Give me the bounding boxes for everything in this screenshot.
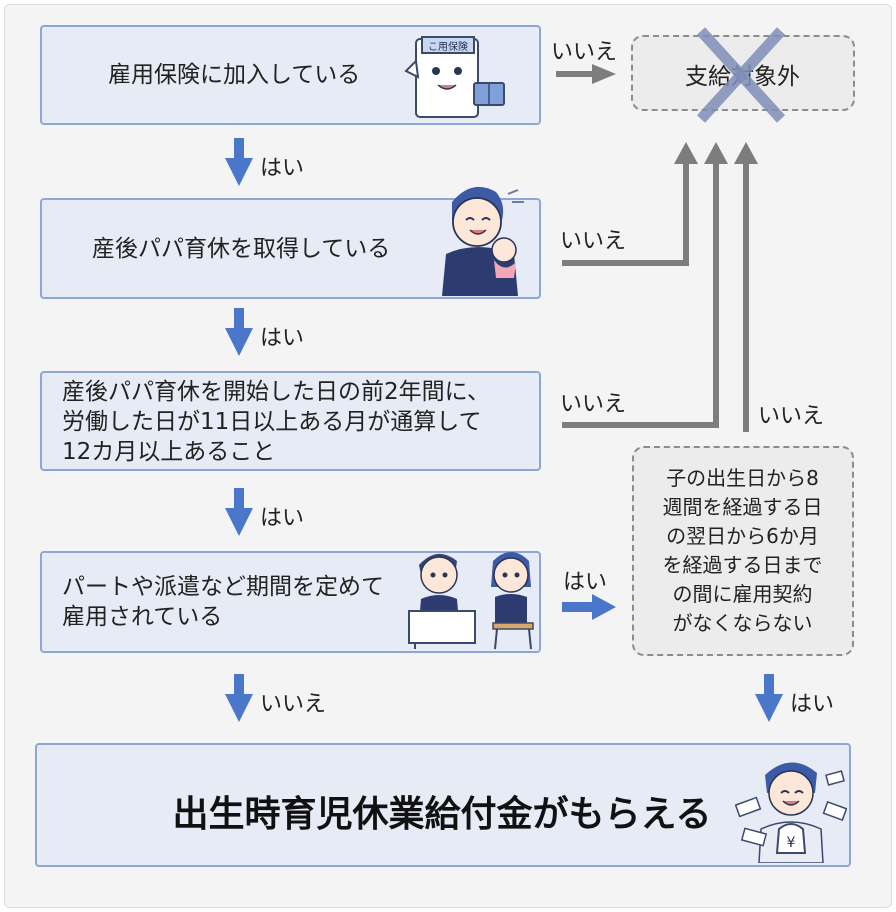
result-box: 出生時育児休業給付金がもらえる ¥: [35, 743, 851, 867]
down-arrow-q4-result: [225, 674, 253, 722]
question-text-line1: 産後パパ育休を開始した日の前2年間に、: [62, 379, 490, 405]
interview-people-illustration: [408, 552, 534, 650]
question-line-6: がなくならない: [672, 611, 813, 635]
question-text: 産後パパ育休を取得している: [92, 236, 391, 262]
no-label-q1: いいえ: [551, 40, 618, 65]
question-line-4: を経過する日まで: [662, 553, 823, 577]
question-text-line2: 雇用されている: [62, 604, 223, 630]
question-box-contract-continuity: 子の出生日から8 週間を経過する日 の翌日から6か月 を経過する日まで の間に雇…: [632, 446, 854, 656]
not-eligible-box: 支給対象外: [631, 27, 855, 123]
down-arrow-q2-q3: [225, 308, 253, 356]
yes-label-q2: はい: [260, 326, 305, 351]
happy-person-with-money-illustration: ¥: [735, 762, 847, 863]
question-text-line2: 労働した日が11日以上ある月が通算して: [62, 409, 482, 435]
gray-arrowhead-2: [704, 142, 728, 164]
gray-arrow-q1-excluded: [556, 64, 616, 84]
question-box-paternity-leave: 産後パパ育休を取得している: [40, 186, 541, 299]
question-text-line3: 12カ月以上あること: [62, 439, 276, 465]
father-holding-baby-illustration: [442, 186, 524, 296]
question-text: 子の出生日から8 週間を経過する日 の翌日から6か月 を経過する日まで の間に雇…: [634, 464, 851, 638]
no-label-q4: いいえ: [260, 692, 327, 717]
question-line-3: の翌日から6か月: [666, 524, 819, 548]
down-arrow-q1-q2: [225, 138, 253, 186]
question-line-1: 子の出生日から8: [666, 466, 819, 490]
right-arrow-q4-q5: [562, 594, 616, 620]
question-box-employment-insurance: 雇用保険に加入している こ用保険: [40, 25, 541, 125]
down-arrow-q3-q4: [225, 488, 253, 536]
yes-label-q5: はい: [790, 692, 835, 717]
gray-arrowhead-1: [674, 142, 698, 164]
gray-line-q2-excluded: [562, 160, 689, 266]
yes-label-q1: はい: [260, 156, 305, 181]
cross-mark-icon: [696, 27, 786, 123]
no-label-q3: いいえ: [560, 392, 627, 417]
question-box-work-days: 産後パパ育休を開始した日の前2年間に、 労働した日が11日以上ある月が通算して …: [40, 371, 541, 471]
question-box-fixed-term: パートや派遣など期間を定めて 雇用されている: [40, 551, 541, 653]
insurance-book-character-illustration: こ用保険: [404, 36, 505, 118]
down-arrow-q5-result: [755, 674, 783, 722]
question-text-line1: パートや派遣など期間を定めて: [62, 574, 384, 600]
yes-label-q3: はい: [260, 506, 305, 531]
book-sign-text: こ用保険: [428, 40, 468, 53]
result-title: 出生時育児休業給付金がもらえる: [172, 794, 712, 835]
no-label-q2: いいえ: [560, 229, 627, 254]
question-text: 雇用保険に加入している: [108, 62, 361, 88]
yes-label-q4: はい: [563, 570, 608, 595]
svg-text:¥: ¥: [787, 835, 796, 851]
question-line-2: 週間を経過する日: [662, 495, 823, 519]
gray-arrowhead-3: [734, 142, 758, 164]
no-label-q5: いいえ: [758, 404, 825, 429]
question-line-5: の間に雇用契約: [672, 582, 813, 606]
gray-line-q3-excluded: [562, 160, 719, 428]
